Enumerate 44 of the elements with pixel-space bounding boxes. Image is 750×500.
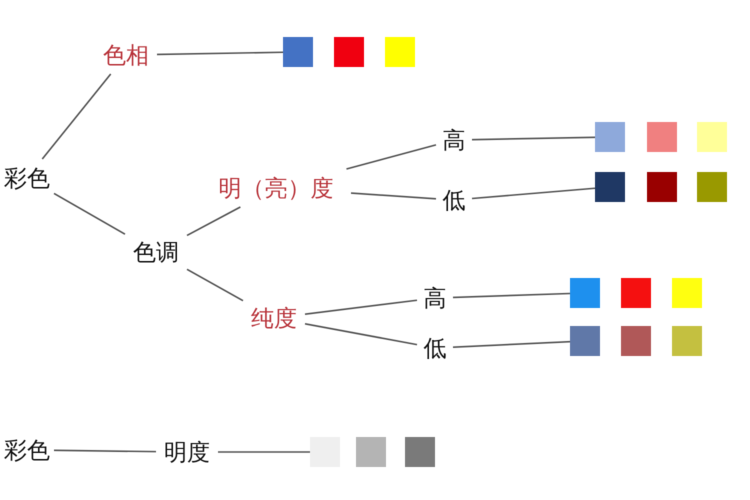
connector-line: [452, 340, 570, 348]
color-swatch: [334, 37, 364, 67]
color-swatch: [697, 122, 727, 152]
connector-line: [218, 451, 310, 453]
connector-line: [186, 268, 244, 302]
term-label: 高: [417, 279, 453, 317]
term-label: 明度: [156, 433, 218, 471]
term-label: 色相: [95, 36, 157, 74]
connector-line: [346, 144, 436, 170]
color-swatch: [621, 278, 651, 308]
term-label: 明（亮）度: [201, 169, 351, 207]
term-label: 色调: [125, 233, 187, 271]
term-label: 纯度: [243, 299, 305, 337]
color-swatch: [356, 437, 386, 467]
color-swatch: [595, 122, 625, 152]
color-swatch: [621, 326, 651, 356]
connector-line: [452, 292, 570, 298]
color-swatch: [697, 172, 727, 202]
color-swatch: [672, 326, 702, 356]
color-swatch: [310, 437, 340, 467]
connector-line: [186, 206, 241, 236]
connector-line: [156, 51, 284, 56]
color-swatch: [283, 37, 313, 67]
term-label: 低: [417, 329, 453, 367]
connector-line: [304, 322, 418, 346]
connector-line: [350, 192, 436, 200]
connector-line: [472, 187, 596, 200]
term-label: 高: [436, 121, 472, 159]
color-swatch: [647, 172, 677, 202]
color-swatch: [595, 172, 625, 202]
color-swatch: [570, 326, 600, 356]
connector-line: [54, 450, 156, 452]
color-swatch: [385, 37, 415, 67]
connector-line: [304, 299, 418, 315]
term-label: 低: [436, 181, 472, 219]
color-swatch: [570, 278, 600, 308]
term-label: 彩色: [0, 431, 54, 469]
color-swatch: [405, 437, 435, 467]
connector-line: [42, 74, 112, 160]
term-label: 彩色: [0, 159, 54, 197]
color-swatch: [672, 278, 702, 308]
connector-line: [472, 136, 596, 140]
color-swatch: [647, 122, 677, 152]
connector-line: [54, 192, 126, 235]
